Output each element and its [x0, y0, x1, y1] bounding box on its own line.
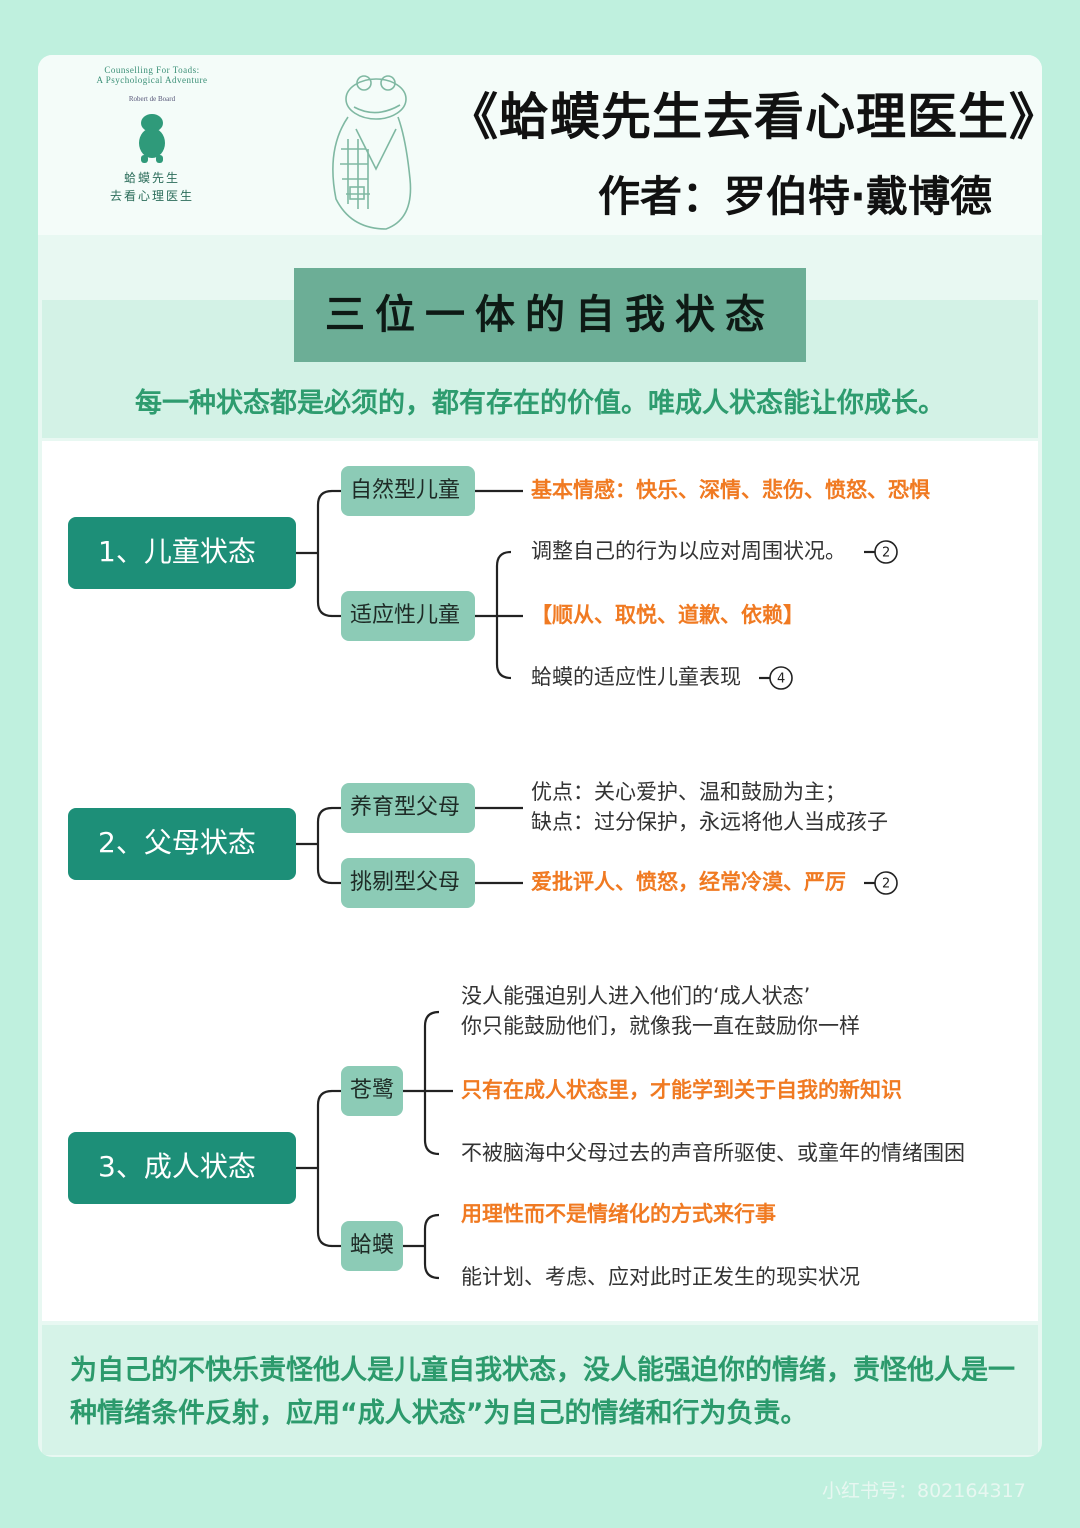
substate-label: 适应性儿童	[350, 603, 460, 628]
substate-box	[341, 466, 475, 516]
reference-badge	[769, 666, 793, 690]
reference-badge-number: 4	[777, 672, 785, 687]
leaf-text: 不被脑海中父母过去的声音所驱使、或童年的情绪围困	[461, 1141, 965, 1165]
bracket	[423, 1010, 440, 1156]
substate-label: 苍鹭	[350, 1078, 394, 1103]
cover-en-title-1: Counselling For Toads:	[104, 65, 200, 75]
state-box-1	[68, 517, 296, 589]
banner-title: 三位一体的自我状态	[325, 291, 775, 338]
state-box-2	[68, 808, 296, 880]
cover-author: Robert de Board	[128, 95, 176, 103]
leaf-text: 优点：关心爱护、温和鼓励为主；	[531, 780, 846, 804]
footer-band: 为自己的不快乐责怪他人是儿童自我状态，没人能强迫你的情绪，责怪他人是一种情绪条件…	[42, 1325, 1038, 1455]
leaf-text: 基本情感：快乐、深情、悲伤、愤怒、恐惧	[531, 478, 930, 502]
toad-logo-icon	[139, 114, 165, 163]
substate-box	[341, 1221, 403, 1271]
reference-badge-number: 2	[882, 877, 890, 892]
bracket	[423, 1213, 440, 1280]
header: Counselling For Toads: A Psychological A…	[38, 55, 1042, 235]
tagline: 每一种状态都是必须的，都有存在的价值。唯成人状态能让你成长。	[135, 388, 945, 419]
toad-sketch-illustration	[332, 75, 412, 230]
substate-box	[341, 858, 475, 908]
state-label-1: 1、儿童状态	[98, 535, 256, 568]
substate-box	[341, 1066, 403, 1116]
substate-label: 养育型父母	[350, 795, 460, 820]
leaf-text: 用理性而不是情绪化的方式来行事	[461, 1202, 776, 1226]
leaf-text-line2: 你只能鼓励他们，就像我一直在鼓励你一样	[461, 1014, 860, 1038]
bracket	[316, 489, 333, 618]
leaf-text: 【顺从、取悦、道歉、依赖】	[531, 603, 804, 627]
footer-note: 为自己的不快乐责怪他人是儿童自我状态，没人能强迫你的情绪，责怪他人是一种情绪条件…	[70, 1355, 1015, 1429]
state-label-3: 3、成人状态	[98, 1150, 256, 1183]
substate-box	[341, 783, 475, 833]
infographic-card: Counselling For Toads: A Psychological A…	[38, 55, 1042, 1457]
bracket	[316, 806, 333, 885]
cover-cn-title-1: 蛤蟆先生	[123, 171, 180, 185]
leaf-text-line2: 缺点：过分保护，永远将他人当成孩子	[531, 810, 888, 834]
leaf-text: 调整自己的行为以应对周围状况。	[531, 539, 846, 563]
book-title: 《蛤蟆先生去看心理医生》	[448, 88, 1042, 146]
book-cover: Counselling For Toads: A Psychological A…	[72, 63, 232, 235]
substate-label: 挑剔型父母	[350, 870, 460, 895]
reference-badge	[874, 540, 898, 564]
section-banner: 三位一体的自我状态	[294, 268, 806, 362]
leaf-text: 能计划、考虑、应对此时正发生的现实状况	[461, 1265, 860, 1289]
leaf-text: 蛤蟆的适应性儿童表现	[531, 665, 741, 689]
state-box-3	[68, 1132, 296, 1204]
cover-en-title-2: A Psychological Adventure	[96, 75, 208, 85]
substate-label: 自然型儿童	[350, 478, 460, 503]
reference-badge-number: 2	[882, 546, 890, 561]
state-label-2: 2、父母状态	[98, 826, 256, 859]
cover-cn-title-2: 去看心理医生	[109, 189, 194, 203]
reference-badge	[874, 871, 898, 895]
author-line: 作者：罗伯特·戴博德	[598, 172, 992, 221]
watermark: 小红书号：802164317	[822, 1480, 1026, 1502]
substate-label: 蛤蟆	[350, 1233, 394, 1258]
leaf-text: 只有在成人状态里，才能学到关于自我的新知识	[461, 1078, 902, 1102]
substate-box	[341, 591, 475, 641]
leaf-text: 没人能强迫别人进入他们的‘成人状态’	[461, 984, 810, 1008]
bracket	[316, 1089, 333, 1248]
leaf-text: 爱批评人、愤怒，经常冷漠、严厉	[531, 870, 846, 894]
